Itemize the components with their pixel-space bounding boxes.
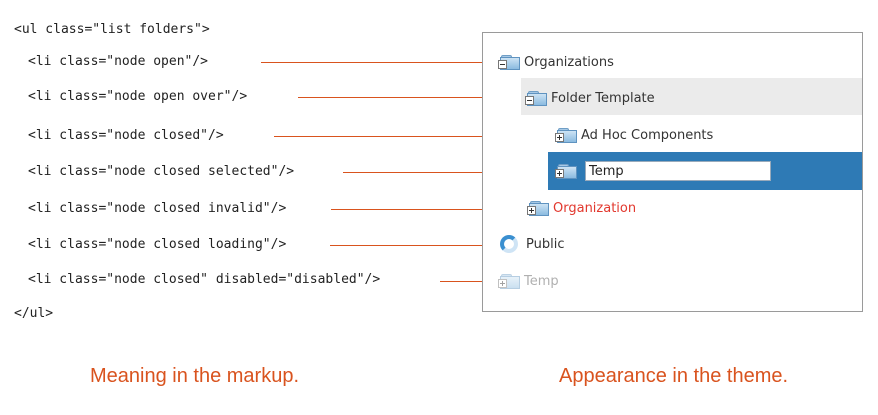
tree-node-organizations[interactable]: Organizations [498,49,614,75]
tree-node-public-loading[interactable]: Public [500,231,564,257]
code-line-node-closed-disabled: <li class="node closed" disabled="disabl… [28,272,381,287]
tree-node-temp-selected[interactable]: Temp [555,158,771,184]
arrow-closed-loading [330,241,489,249]
code-line-node-closed-invalid: <li class="node closed invalid"/> [28,201,287,216]
tree-node-temp-disabled: Temp [498,268,559,294]
tree-node-organization-invalid[interactable]: Organization [527,195,636,221]
node-label: Ad Hoc Components [581,127,714,143]
ul-open-tag: <ul class="list folders"> [14,22,210,37]
code-line-node-closed: <li class="node closed"/> [28,128,224,143]
folder-closed-icon [555,127,577,143]
caption-markup: Meaning in the markup. [90,365,300,387]
folder-closed-icon [555,163,577,179]
tree-node-folder-template[interactable]: Folder Template [525,85,655,111]
code-line-node-closed-selected: <li class="node closed selected"/> [28,164,295,179]
node-label: Temp [524,273,559,289]
caption-theme: Appearance in the theme. [559,365,789,387]
arrow-open [261,58,496,66]
node-label: Organization [553,200,637,216]
folder-closed-icon [498,273,520,289]
code-line-node-closed-loading: <li class="node closed loading"/> [28,237,287,252]
code-line-node-open: <li class="node open"/> [28,54,209,69]
node-label: Folder Template [551,90,655,106]
tree-node-ad-hoc-components[interactable]: Ad Hoc Components [555,122,713,148]
folder-open-icon [525,90,547,106]
hover-highlight [521,78,862,115]
tree-panel: Organizations Folder Template Ad Hoc Com… [482,32,863,312]
rename-input[interactable]: Temp [585,161,771,181]
folder-closed-icon [527,200,549,216]
node-label: Organizations [524,54,614,70]
folder-open-icon [498,54,520,70]
node-label: Public [526,236,565,252]
ul-close-tag: </ul> [14,306,54,321]
code-line-node-open-over: <li class="node open over"/> [28,89,248,104]
loading-spinner-icon [500,235,518,253]
